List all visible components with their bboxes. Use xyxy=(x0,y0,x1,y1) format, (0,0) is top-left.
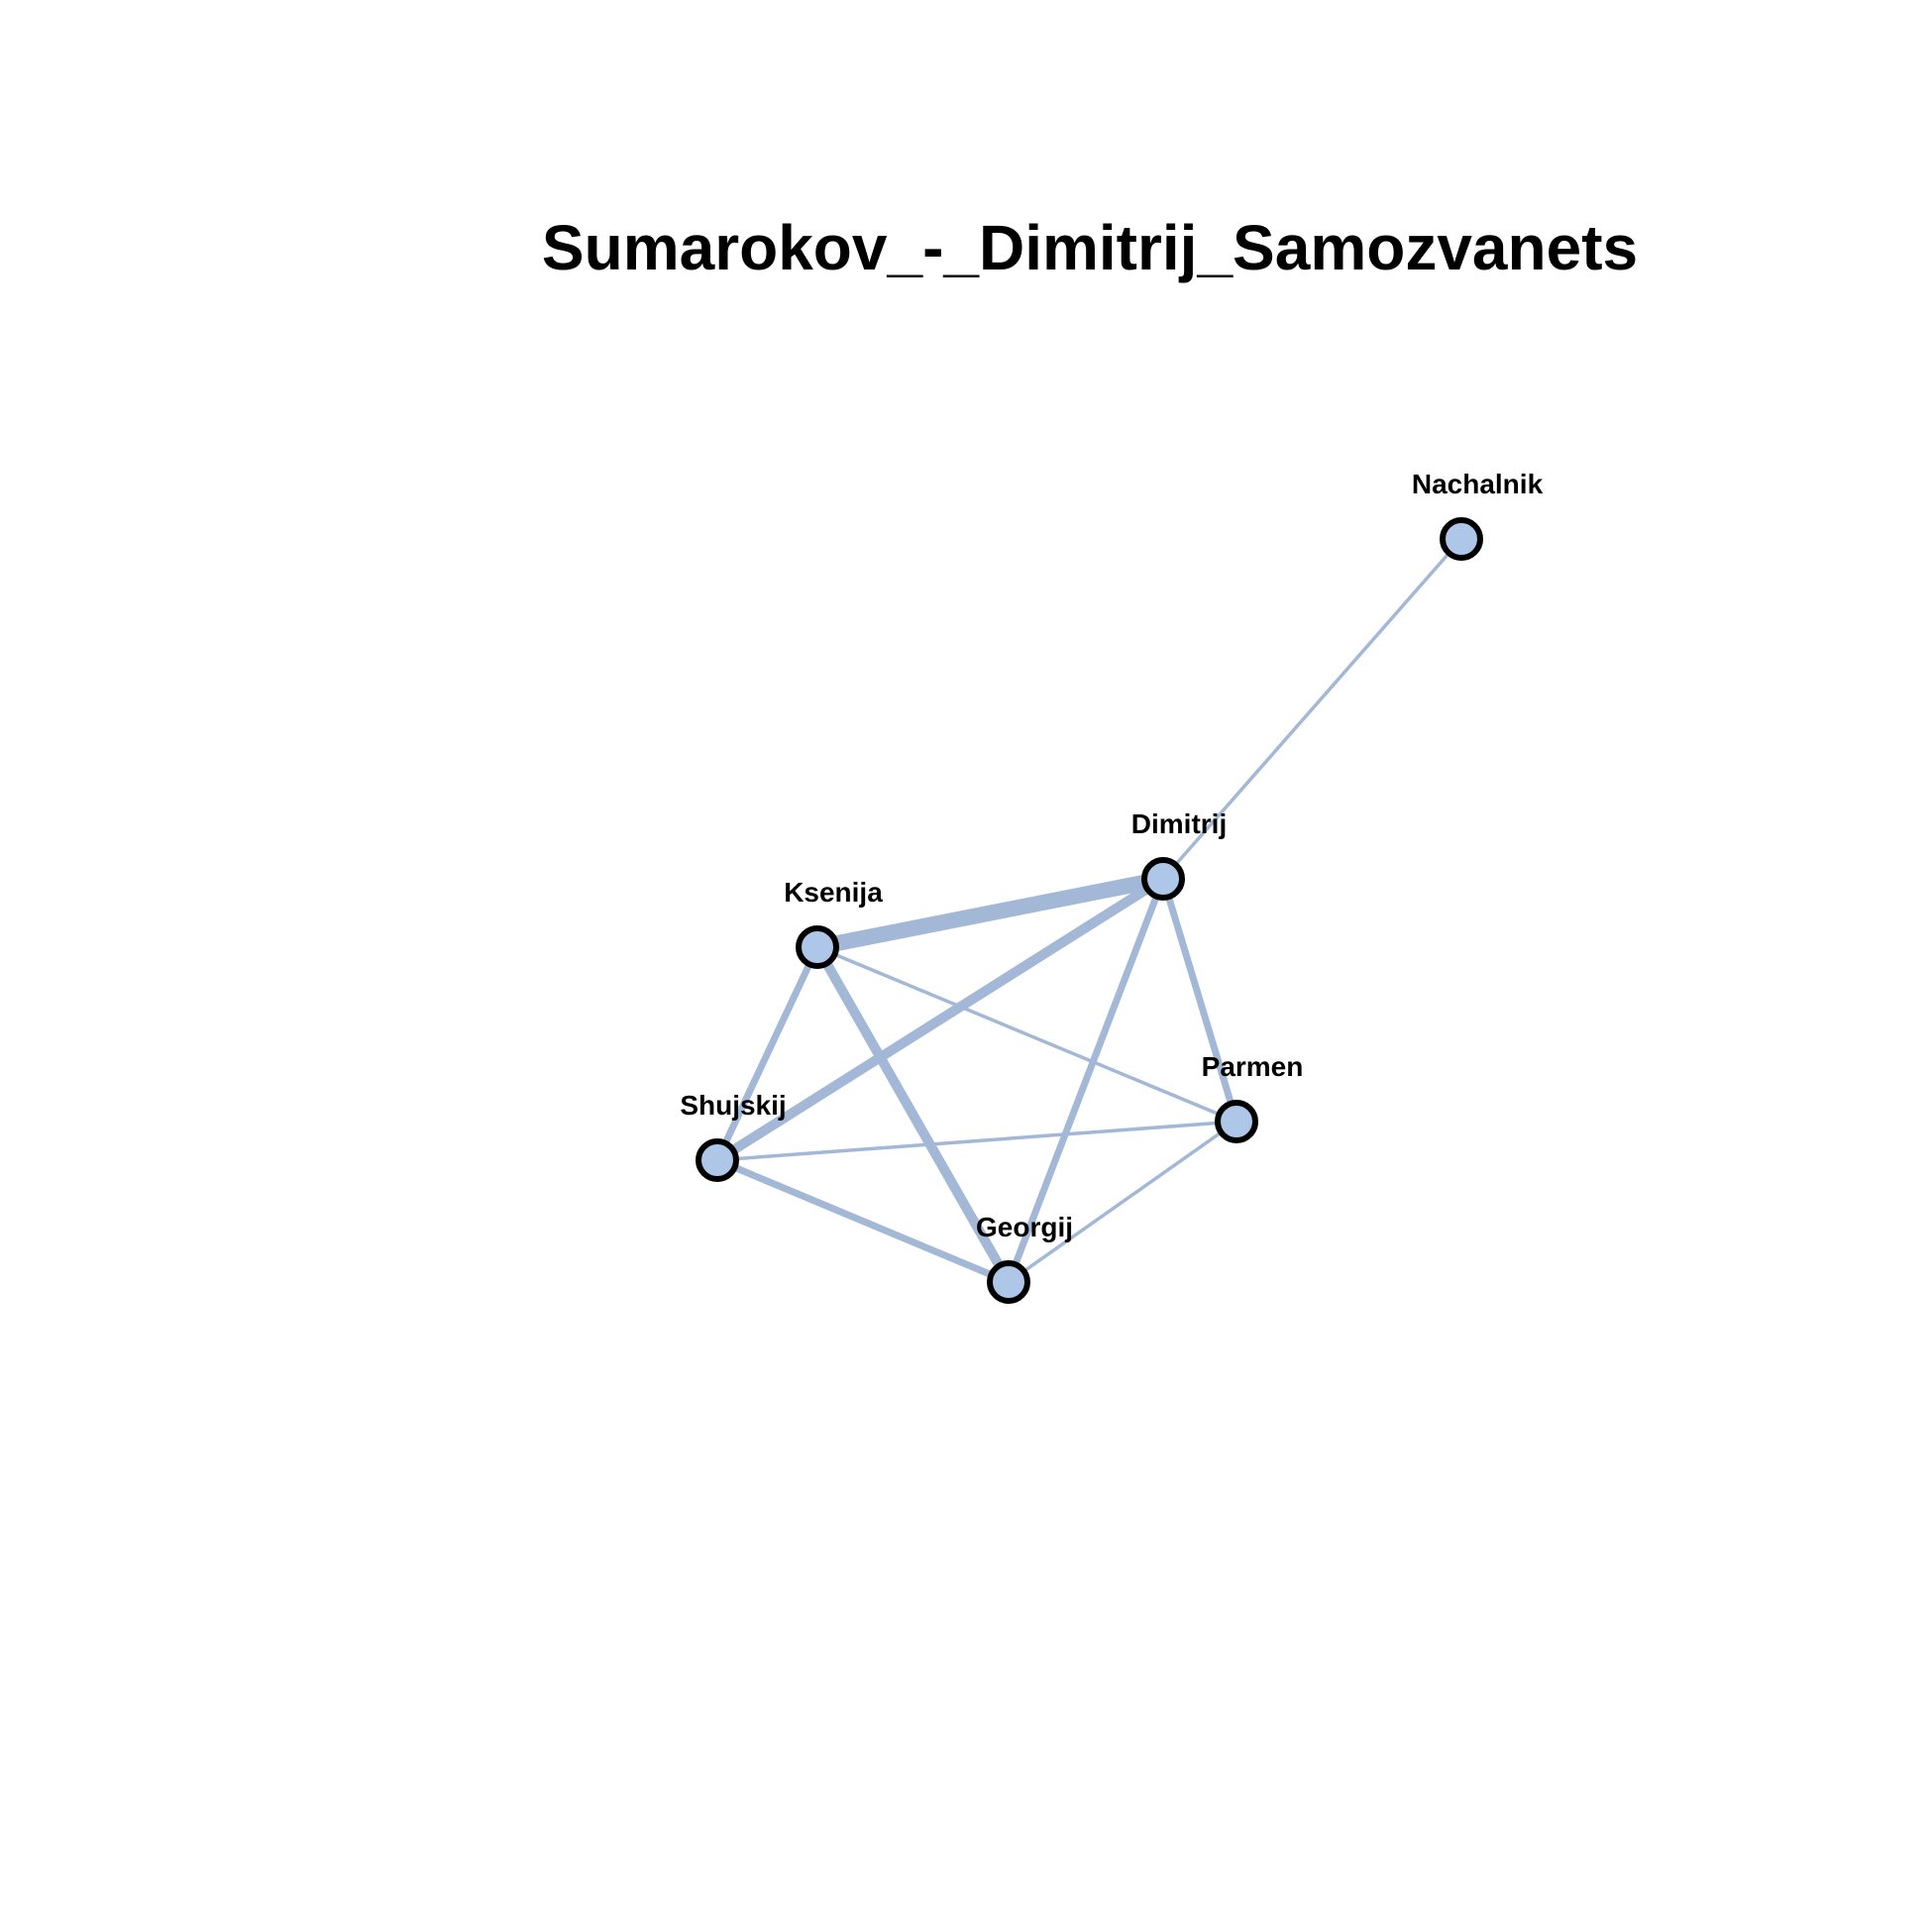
edge-georgij-parmen xyxy=(1007,1120,1238,1284)
edge-shujskij-parmen xyxy=(716,1120,1237,1162)
node-label-parmen: Parmen xyxy=(1202,1051,1304,1082)
edge-shujskij-dimitrij xyxy=(714,874,1166,1165)
graph-title: Sumarokov_-_Dimitrij_Samozvanets xyxy=(542,212,1638,283)
node-label-dimitrij: Dimitrij xyxy=(1131,808,1227,839)
nodes-layer xyxy=(696,517,1483,1304)
edges-layer xyxy=(713,537,1463,1286)
node-ksenija[interactable] xyxy=(796,925,839,969)
edge-parmen-dimitrij xyxy=(1159,877,1240,1124)
node-parmen[interactable] xyxy=(1215,1100,1258,1143)
edge-ksenija-parmen xyxy=(816,945,1237,1124)
node-label-ksenija: Ksenija xyxy=(784,877,883,908)
node-label-nachalnik: Nachalnik xyxy=(1412,469,1544,499)
node-label-georgij: Georgij xyxy=(976,1212,1073,1242)
edge-ksenija-georgij xyxy=(812,944,1014,1285)
edge-georgij-dimitrij xyxy=(1005,877,1167,1284)
edge-shujskij-georgij xyxy=(715,1156,1011,1286)
edge-nachalnik-dimitrij xyxy=(1161,537,1463,881)
edge-ksenija-shujskij xyxy=(713,945,821,1162)
node-dimitrij[interactable] xyxy=(1141,857,1185,901)
node-georgij[interactable] xyxy=(987,1260,1030,1304)
edge-ksenija-dimitrij xyxy=(815,871,1165,955)
node-shujskij[interactable] xyxy=(696,1138,739,1182)
node-nachalnik[interactable] xyxy=(1440,517,1483,561)
node-label-shujskij: Shujskij xyxy=(680,1090,786,1121)
